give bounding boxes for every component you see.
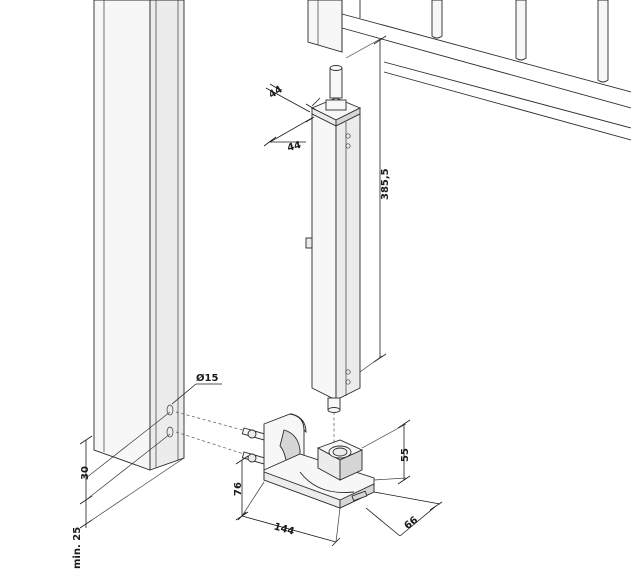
dim-min-clearance-label: min. 25 [72, 527, 83, 569]
dim-bracket-height-side: 55 [361, 419, 411, 485]
dim-bracket-width-label: 144 [272, 521, 295, 537]
bottom-bracket [241, 413, 375, 509]
dim-bracket-width: 144 [237, 507, 341, 547]
dim-bracket-height-front: 76 [233, 455, 265, 521]
closer-body [305, 65, 362, 413]
dim-bracket-depth: 66 [365, 491, 443, 537]
dim-closer-length-label: 385,5 [380, 168, 391, 200]
dim-bracket-height-front-label: 76 [233, 482, 244, 496]
gate-post [93, 0, 185, 471]
dim-hole-diameter: Ø15 [171, 372, 222, 405]
dim-top-depth-label: 44 [286, 140, 302, 154]
dim-closer-length: 385,5 [345, 35, 391, 373]
dim-bracket-height-side-label: 55 [400, 448, 411, 462]
dim-post-offset: 30 min. 25 [72, 411, 185, 569]
dim-top-width: 44 [265, 83, 321, 113]
post-holes [166, 404, 174, 438]
dim-top-depth: 44 [263, 116, 315, 154]
dim-hole-diameter-label: Ø15 [196, 372, 218, 384]
alignment-lines [175, 411, 335, 457]
dim-post-offset-label: 30 [80, 466, 91, 480]
gate-frame [307, 0, 631, 141]
dim-bracket-depth-label: 66 [402, 515, 420, 532]
dim-top-width-label: 44 [267, 84, 285, 101]
